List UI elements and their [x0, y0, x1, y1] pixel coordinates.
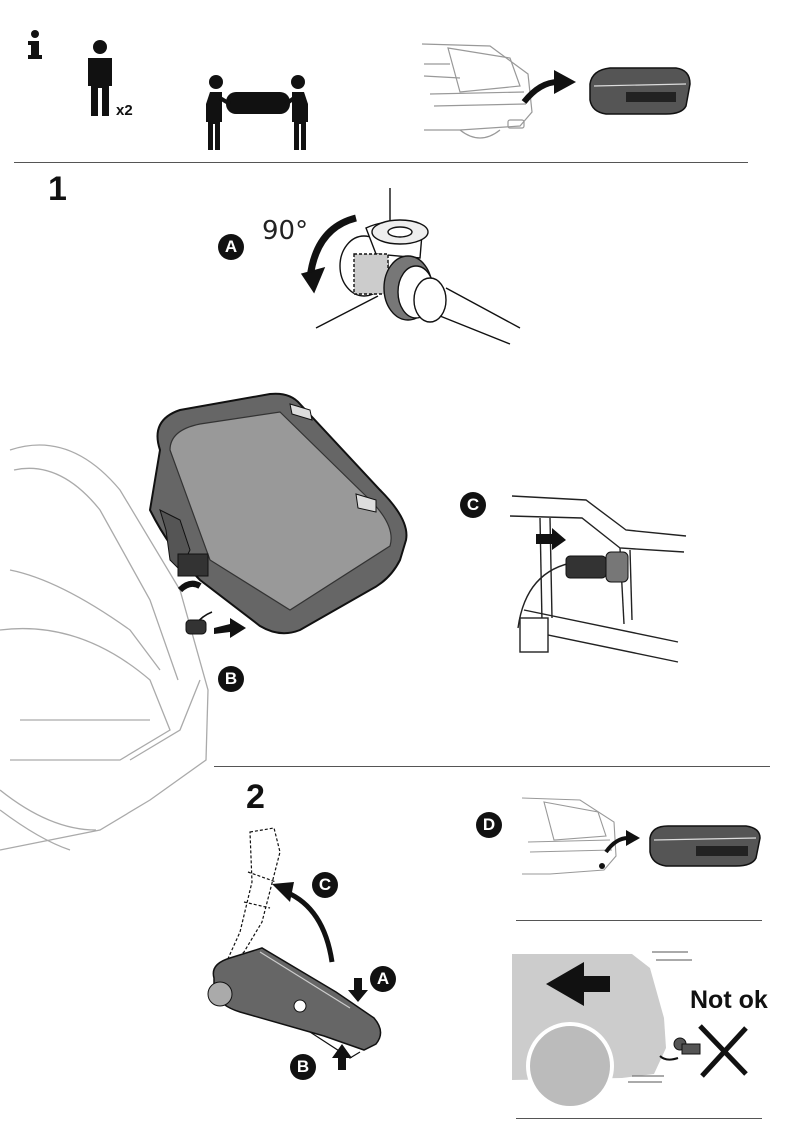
- cargo-box-main-illustration: [148, 392, 408, 635]
- warning-label: Not ok: [690, 986, 768, 1014]
- car-rear-small-illustration: [521, 797, 617, 875]
- key-lock-rotation-illustration: [300, 188, 521, 345]
- car-side-outline: [0, 444, 209, 851]
- callout-b-step2: B: [290, 1054, 316, 1080]
- callout-b-step1: B: [218, 666, 244, 692]
- step-number-2: 2: [246, 778, 265, 816]
- connector-detail-illustration: [509, 495, 687, 663]
- callout-c-step2: C: [312, 872, 338, 898]
- cargo-box-illustration: [589, 67, 691, 115]
- arrow-right-small-icon: [604, 830, 640, 854]
- person-icon: [88, 40, 112, 116]
- cross-icon: [698, 1024, 748, 1078]
- callout-a-step1: A: [218, 234, 244, 260]
- divider-warning-bottom: [516, 1118, 762, 1120]
- callout-d-step2: D: [476, 812, 502, 838]
- callout-a-step2: A: [370, 966, 396, 992]
- info-icon: [28, 30, 42, 59]
- step-number-1: 1: [48, 170, 67, 208]
- divider-warning-top: [516, 920, 762, 922]
- persons-count: x2: [116, 102, 133, 119]
- tow-hook-illustration: [659, 1037, 701, 1061]
- two-persons-carrying-box-icon: [206, 75, 308, 150]
- arrow-right-icon: [521, 70, 576, 104]
- warning-car-reversing-illustration: [512, 951, 692, 1110]
- callout-c-step1: C: [460, 492, 486, 518]
- divider-middle: [214, 766, 770, 768]
- rotation-label: 90°: [262, 216, 309, 246]
- car-rear-illustration: [421, 43, 533, 139]
- divider-top: [14, 162, 748, 164]
- plug-connector-illustration: [185, 611, 246, 638]
- lever-mechanism-illustration: [207, 827, 382, 1070]
- cargo-box-small-illustration: [649, 825, 761, 867]
